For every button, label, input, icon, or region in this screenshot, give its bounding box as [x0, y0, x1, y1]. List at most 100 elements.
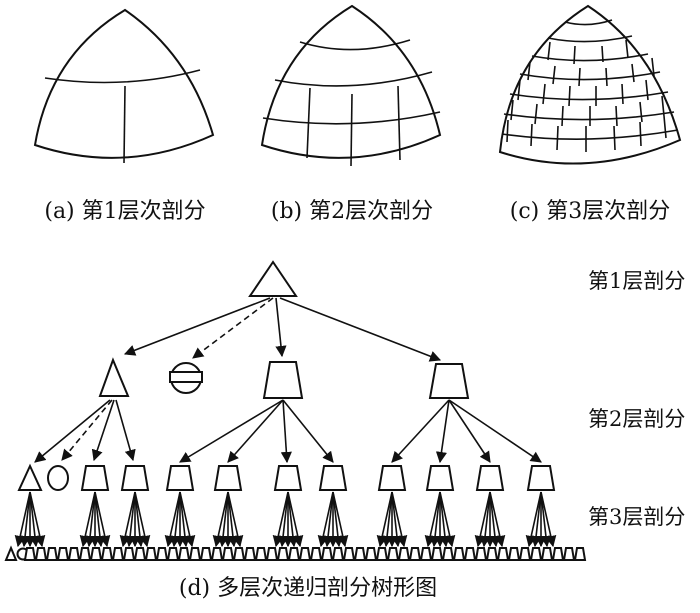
fan-arrow [391, 491, 403, 548]
level-1-label: 第1层剖分 [588, 269, 685, 293]
leaf-trapezoid [199, 547, 213, 561]
fan-arrow [29, 491, 41, 548]
fan-arrow [489, 491, 501, 548]
leaf-trapezoid [243, 547, 257, 561]
leaf-trapezoid [89, 547, 103, 561]
leaf-trapezoid [34, 547, 48, 561]
fan-arrow [212, 491, 229, 548]
fan-arrow [429, 491, 441, 548]
leaf-row [4, 545, 587, 561]
leaf-trapezoid [408, 547, 422, 561]
tree-diagram [4, 260, 587, 561]
fan-arrow [277, 491, 289, 548]
leaf-trapezoid [441, 547, 455, 561]
leaf-trapezoid [518, 547, 532, 561]
l3-trapezoid-node [80, 465, 110, 491]
leaf-trapezoid [177, 547, 191, 561]
leaf-trapezoid [265, 547, 279, 561]
fan-arrow [94, 491, 106, 548]
caption-c: (c) 第3层次剖分 [510, 199, 670, 224]
leaf-trapezoid [56, 547, 70, 561]
l3-trapezoid-node [273, 465, 303, 491]
fan-arrow [332, 491, 349, 548]
l3-trapezoid-node [318, 465, 348, 491]
leaf-trapezoid [188, 547, 202, 561]
fan-arrow [164, 491, 181, 548]
leaf-trapezoid [155, 547, 169, 561]
fan-arrow [29, 491, 46, 548]
fan-arrow [317, 491, 334, 548]
panel-a-spherical-triangle [33, 8, 215, 164]
leaf-trapezoid [67, 547, 81, 561]
fan-arrow [287, 491, 299, 548]
fan-arrow [530, 491, 542, 548]
level3-fan-arrows [14, 491, 557, 548]
caption-d: (d) 多层次递归剖分树形图 [179, 576, 437, 601]
leaf-trapezoid [375, 547, 389, 561]
leaf-triangle [4, 545, 18, 561]
leaf-trapezoid [452, 547, 466, 561]
leaf-trapezoid [45, 547, 59, 561]
leaf-trapezoid [419, 547, 433, 561]
leaf-trapezoid [562, 547, 576, 561]
fan-arrow [14, 491, 31, 548]
fan-arrow [332, 491, 344, 548]
leaf-trapezoid [133, 547, 147, 561]
fan-arrow [540, 491, 552, 548]
l3-trapezoid-node [425, 465, 455, 491]
fan-arrow [322, 491, 334, 548]
fan-arrow [227, 491, 244, 548]
caption-a: (a) 第1层次剖分 [44, 199, 205, 224]
fan-arrow [424, 491, 441, 548]
l2-circle-node [169, 362, 203, 394]
leaf-trapezoid [430, 547, 444, 561]
leaf-trapezoid [309, 547, 323, 561]
leaf-trapezoid [507, 547, 521, 561]
fan-arrow [94, 491, 111, 548]
leaf-trapezoid [353, 547, 367, 561]
leaf-trapezoid [210, 547, 224, 561]
fan-arrow [376, 491, 393, 548]
fan-arrow [439, 491, 451, 548]
l3-circle-node [47, 465, 69, 491]
fan-arrow [287, 491, 304, 548]
fan-arrow [79, 491, 96, 548]
leaf-trapezoid [397, 547, 411, 561]
fan-arrow [479, 491, 491, 548]
leaf-trapezoid [540, 547, 554, 561]
panel-b-spherical-triangle [260, 4, 442, 167]
leaf-trapezoid [254, 547, 268, 561]
leaf-trapezoid [100, 547, 114, 561]
l3-triangle-node [17, 463, 43, 491]
leaf-trapezoid [463, 547, 477, 561]
fan-arrow [179, 491, 196, 548]
leaf-trapezoid [144, 547, 158, 561]
fan-arrow [391, 491, 408, 548]
l3-trapezoid-node [120, 465, 150, 491]
leaf-trapezoid [276, 547, 290, 561]
fan-arrow [179, 491, 191, 548]
level-2-label: 第2层剖分 [588, 407, 685, 431]
l2-triangle-node [98, 357, 130, 397]
fan-arrow [489, 491, 506, 548]
l3-trapezoid-node [526, 465, 556, 491]
fan-arrow [119, 491, 136, 548]
leaf-trapezoid [573, 547, 587, 561]
fan-arrow [381, 491, 393, 548]
fan-arrow [474, 491, 491, 548]
leaf-trapezoid [166, 547, 180, 561]
fan-arrow [134, 491, 146, 548]
leaf-trapezoid [474, 547, 488, 561]
fan-arrow [134, 491, 151, 548]
l2-trapezoid-node-2 [428, 363, 470, 399]
fan-arrow [540, 491, 557, 548]
level-3-label: 第3层剖分 [588, 505, 685, 529]
fan-arrow [124, 491, 136, 548]
leaf-trapezoid [320, 547, 334, 561]
fan-arrow [217, 491, 229, 548]
panel-c-spherical-triangle [498, 4, 682, 165]
leaf-trapezoid [287, 547, 301, 561]
fan-arrow [169, 491, 181, 548]
leaf-trapezoid [111, 547, 125, 561]
leaf-trapezoid [342, 547, 356, 561]
